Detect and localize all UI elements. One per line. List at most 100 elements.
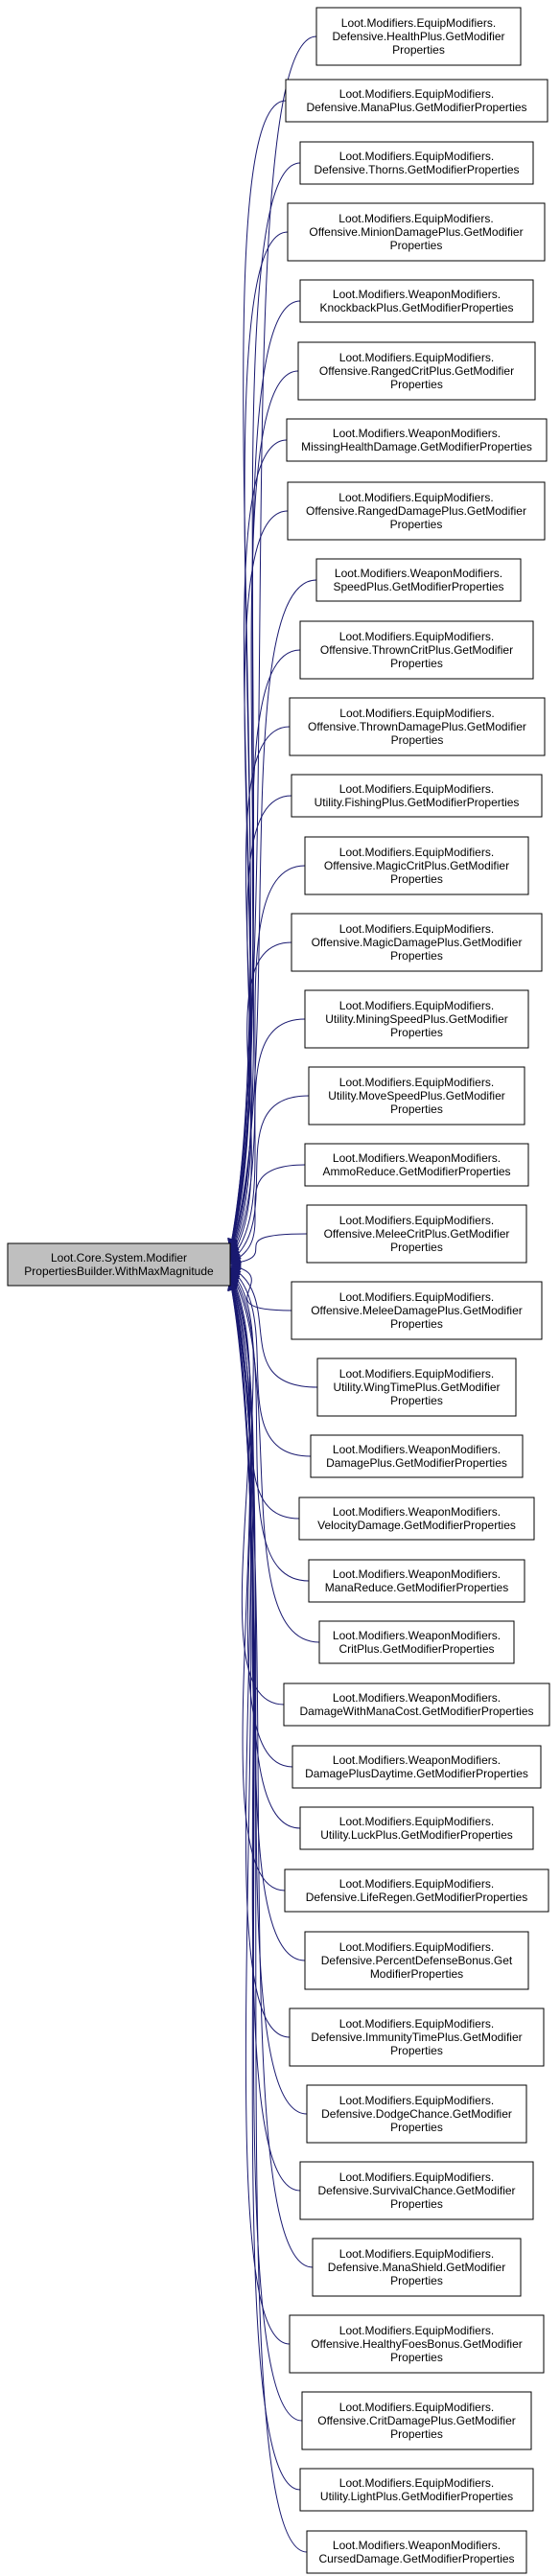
caller-node-box [291,1281,543,1340]
caller-node[interactable]: Loot.Modifiers.EquipModifiers.Utility.Mi… [304,989,529,1049]
caller-node-box [299,620,534,680]
caller-node[interactable]: Loot.Modifiers.EquipModifiers.Offensive.… [287,202,546,262]
caller-node[interactable]: Loot.Modifiers.WeaponModifiers.ManaReduc… [308,1559,525,1603]
caller-node-label-line: Defensive.ManaPlus.GetModifierProperties [306,101,526,114]
caller-node[interactable]: Loot.Modifiers.EquipModifiers.Offensive.… [289,697,546,756]
caller-node[interactable]: Loot.Modifiers.WeaponModifiers.DamagePlu… [310,1434,524,1478]
caller-node-label-line: Offensive.ThrownCritPlus.GetModifier [320,643,513,657]
call-edge [227,231,289,1250]
caller-node[interactable]: Loot.Modifiers.EquipModifiers.Offensive.… [301,2391,532,2450]
caller-node[interactable]: Loot.Modifiers.WeaponModifiers.CursedDam… [306,2530,527,2574]
caller-node-label-line: Loot.Modifiers.EquipModifiers. [339,2170,494,2184]
caller-node[interactable]: Loot.Modifiers.EquipModifiers.Defensive.… [315,7,522,66]
caller-node[interactable]: Loot.Modifiers.EquipModifiers.Utility.Fi… [291,774,543,818]
caller-node-box [285,79,548,123]
caller-node-label-line: Properties [392,43,445,57]
caller-node[interactable]: Loot.Modifiers.EquipModifiers.Offensive.… [299,620,534,680]
caller-node-label-line: Loot.Modifiers.EquipModifiers. [339,150,494,163]
caller-node[interactable]: Loot.Modifiers.WeaponModifiers.DamageWit… [283,1683,550,1727]
caller-node-label-line: Properties [390,2351,443,2364]
caller-node-label-line: Properties [390,239,443,252]
caller-node[interactable]: Loot.Modifiers.EquipModifiers.Utility.Mo… [308,1066,525,1126]
caller-node[interactable]: Loot.Modifiers.WeaponModifiers.MissingHe… [286,418,548,462]
caller-node[interactable]: Loot.Modifiers.EquipModifiers.Utility.Wi… [316,1358,517,1417]
caller-node-label-line: Properties [390,1102,443,1116]
caller-node-box [297,341,536,401]
caller-node[interactable]: Loot.Modifiers.EquipModifiers.Offensive.… [287,481,546,541]
caller-node-label-line: Properties [391,733,444,747]
caller-node[interactable]: Loot.Modifiers.EquipModifiers.Offensive.… [289,2314,545,2374]
call-edge [229,865,306,1258]
caller-node[interactable]: Loot.Modifiers.EquipModifiers.Utility.Li… [299,2468,534,2512]
caller-node[interactable]: Loot.Modifiers.WeaponModifiers.CritPlus.… [318,1620,515,1664]
caller-node-label-line: MissingHealthDamage.GetModifierPropertie… [301,440,532,453]
caller-node-label-line: Offensive.HealthyFoesBonus.GetModifier [311,2337,523,2351]
caller-node[interactable]: Loot.Modifiers.EquipModifiers.Defensive.… [312,2238,522,2297]
caller-node-label-line: Loot.Modifiers.EquipModifiers. [339,846,494,859]
caller-node[interactable]: Loot.Modifiers.WeaponModifiers.DamagePlu… [292,1745,542,1789]
root-node[interactable]: Loot.Core.System.ModifierPropertiesBuild… [7,1242,231,1287]
caller-node[interactable]: Loot.Modifiers.EquipModifiers.Offensive.… [306,1204,527,1264]
call-edge [229,1269,310,1582]
caller-node-label-line: Utility.MiningSpeedPlus.GetModifier [325,1012,508,1026]
caller-node-label-line: Defensive.ImmunityTimePlus.GetModifier [311,2031,522,2044]
call-edge [229,1095,310,1263]
caller-node-label-line: Loot.Modifiers.EquipModifiers. [339,1940,494,1954]
caller-node[interactable]: Loot.Modifiers.WeaponModifiers.SpeedPlus… [315,558,522,602]
caller-node-label-line: ManaReduce.GetModifierProperties [325,1581,508,1594]
caller-node-box [299,141,534,185]
caller-node[interactable]: Loot.Modifiers.EquipModifiers.Defensive.… [285,79,548,123]
caller-node-label-line: Loot.Modifiers.WeaponModifiers. [333,288,501,301]
caller-node-label-line: CursedDamage.GetModifierProperties [318,2552,514,2565]
caller-node-label-line: Defensive.DodgeChance.GetModifier [321,2107,512,2121]
caller-node-box [306,1204,527,1264]
call-edge [228,1277,306,1961]
caller-node[interactable]: Loot.Modifiers.EquipModifiers.Utility.Lu… [299,1806,534,1850]
root-node-box [7,1242,231,1287]
call-edge [229,1263,292,1311]
caller-node-label-line: Loot.Modifiers.EquipModifiers. [341,16,496,30]
caller-node-box [301,2391,532,2450]
caller-node[interactable]: Loot.Modifiers.EquipModifiers.Defensive.… [284,1868,549,1913]
caller-node[interactable]: Loot.Modifiers.EquipModifiers.Offensive.… [291,1281,543,1340]
caller-node-label-line: DamageWithManaCost.GetModifierProperties [299,1705,533,1718]
caller-node-label-line: SpeedPlus.GetModifierProperties [333,580,503,593]
caller-node[interactable]: Loot.Modifiers.EquipModifiers.Defensive.… [299,141,534,185]
caller-node[interactable]: Loot.Modifiers.WeaponModifiers.Knockback… [299,279,534,323]
caller-node-label-line: Offensive.CritDamagePlus.GetModifier [317,2414,516,2427]
call-edge [229,1233,308,1267]
caller-node[interactable]: Loot.Modifiers.EquipModifiers.Offensive.… [304,836,529,895]
caller-node[interactable]: Loot.Modifiers.WeaponModifiers.AmmoReduc… [304,1143,529,1187]
caller-node-box [283,1683,550,1727]
caller-node-box [312,2238,522,2297]
caller-node-label-line: Utility.MoveSpeedPlus.GetModifier [328,1089,505,1102]
call-edge [229,649,301,1254]
caller-node-label-line: Loot.Modifiers.EquipModifiers. [339,782,494,796]
call-edge [229,1271,320,1643]
call-edge [229,1273,293,1768]
caller-node-box [289,697,546,756]
caller-node-label-line: Loot.Modifiers.WeaponModifiers. [333,2539,501,2552]
caller-node[interactable]: Loot.Modifiers.EquipModifiers.Offensive.… [291,913,543,972]
caller-node-label-line: Loot.Modifiers.EquipModifiers. [338,491,493,504]
caller-node-box [289,2314,545,2374]
caller-node-label-line: Properties [390,2044,443,2057]
caller-node[interactable]: Loot.Modifiers.EquipModifiers.Defensive.… [306,2084,527,2144]
caller-node-label-line: Properties [390,1394,443,1407]
caller-node[interactable]: Loot.Modifiers.EquipModifiers.Offensive.… [297,341,536,401]
caller-node[interactable]: Loot.Modifiers.EquipModifiers.Defensive.… [299,2161,534,2220]
caller-node[interactable]: Loot.Modifiers.EquipModifiers.Defensive.… [304,1931,529,1990]
root-node-label-line: PropertiesBuilder.WithMaxMagnitude [24,1265,214,1278]
edge-layer [227,35,320,2553]
caller-node-box [308,1066,525,1126]
caller-node-label-line: ModifierProperties [370,1967,463,1981]
node-layer: Loot.Core.System.ModifierPropertiesBuild… [7,7,550,2574]
call-edge [228,510,289,1251]
caller-node-label-line: Loot.Modifiers.EquipModifiers. [339,707,494,720]
caller-node-label-line: Properties [390,2274,443,2287]
caller-node[interactable]: Loot.Modifiers.EquipModifiers.Defensive.… [289,2007,545,2067]
caller-node-label-line: Loot.Modifiers.EquipModifiers. [338,212,493,225]
caller-node-label-line: Offensive.ThrownDamagePlus.GetModifier [308,720,526,733]
caller-node[interactable]: Loot.Modifiers.WeaponModifiers.VelocityD… [298,1497,535,1541]
caller-node-label-line: Loot.Modifiers.EquipModifiers. [339,1290,494,1304]
